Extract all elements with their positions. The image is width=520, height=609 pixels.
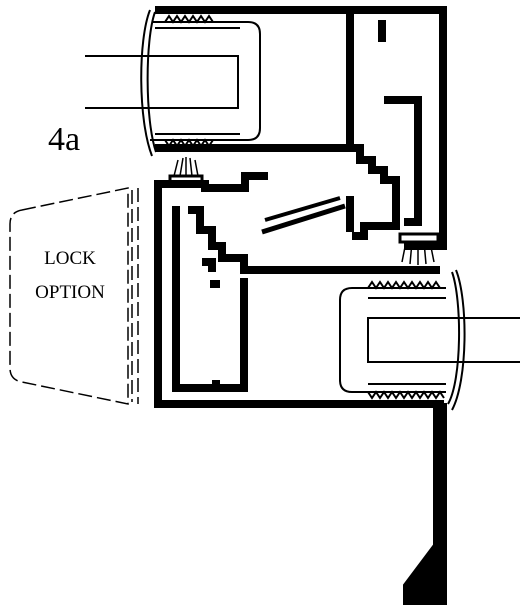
lower-brush-seal — [398, 232, 440, 265]
lock-option-outline — [9, 187, 139, 405]
upper-frame-profile — [155, 6, 447, 250]
upper-gasket-teeth — [164, 14, 214, 148]
upper-brush-seal — [168, 157, 204, 186]
callout-label: 4a — [48, 121, 80, 158]
lock-option-label-line1: LOCK — [44, 248, 96, 269]
upper-glass-pane — [85, 55, 239, 109]
lower-glass-pane — [367, 317, 520, 363]
lower-gasket-teeth — [367, 280, 445, 400]
upper-glass-insert — [140, 9, 261, 157]
bottom-leg — [403, 403, 447, 605]
lower-glass-insert — [339, 269, 466, 411]
lock-option-label-line2: OPTION — [35, 282, 105, 303]
